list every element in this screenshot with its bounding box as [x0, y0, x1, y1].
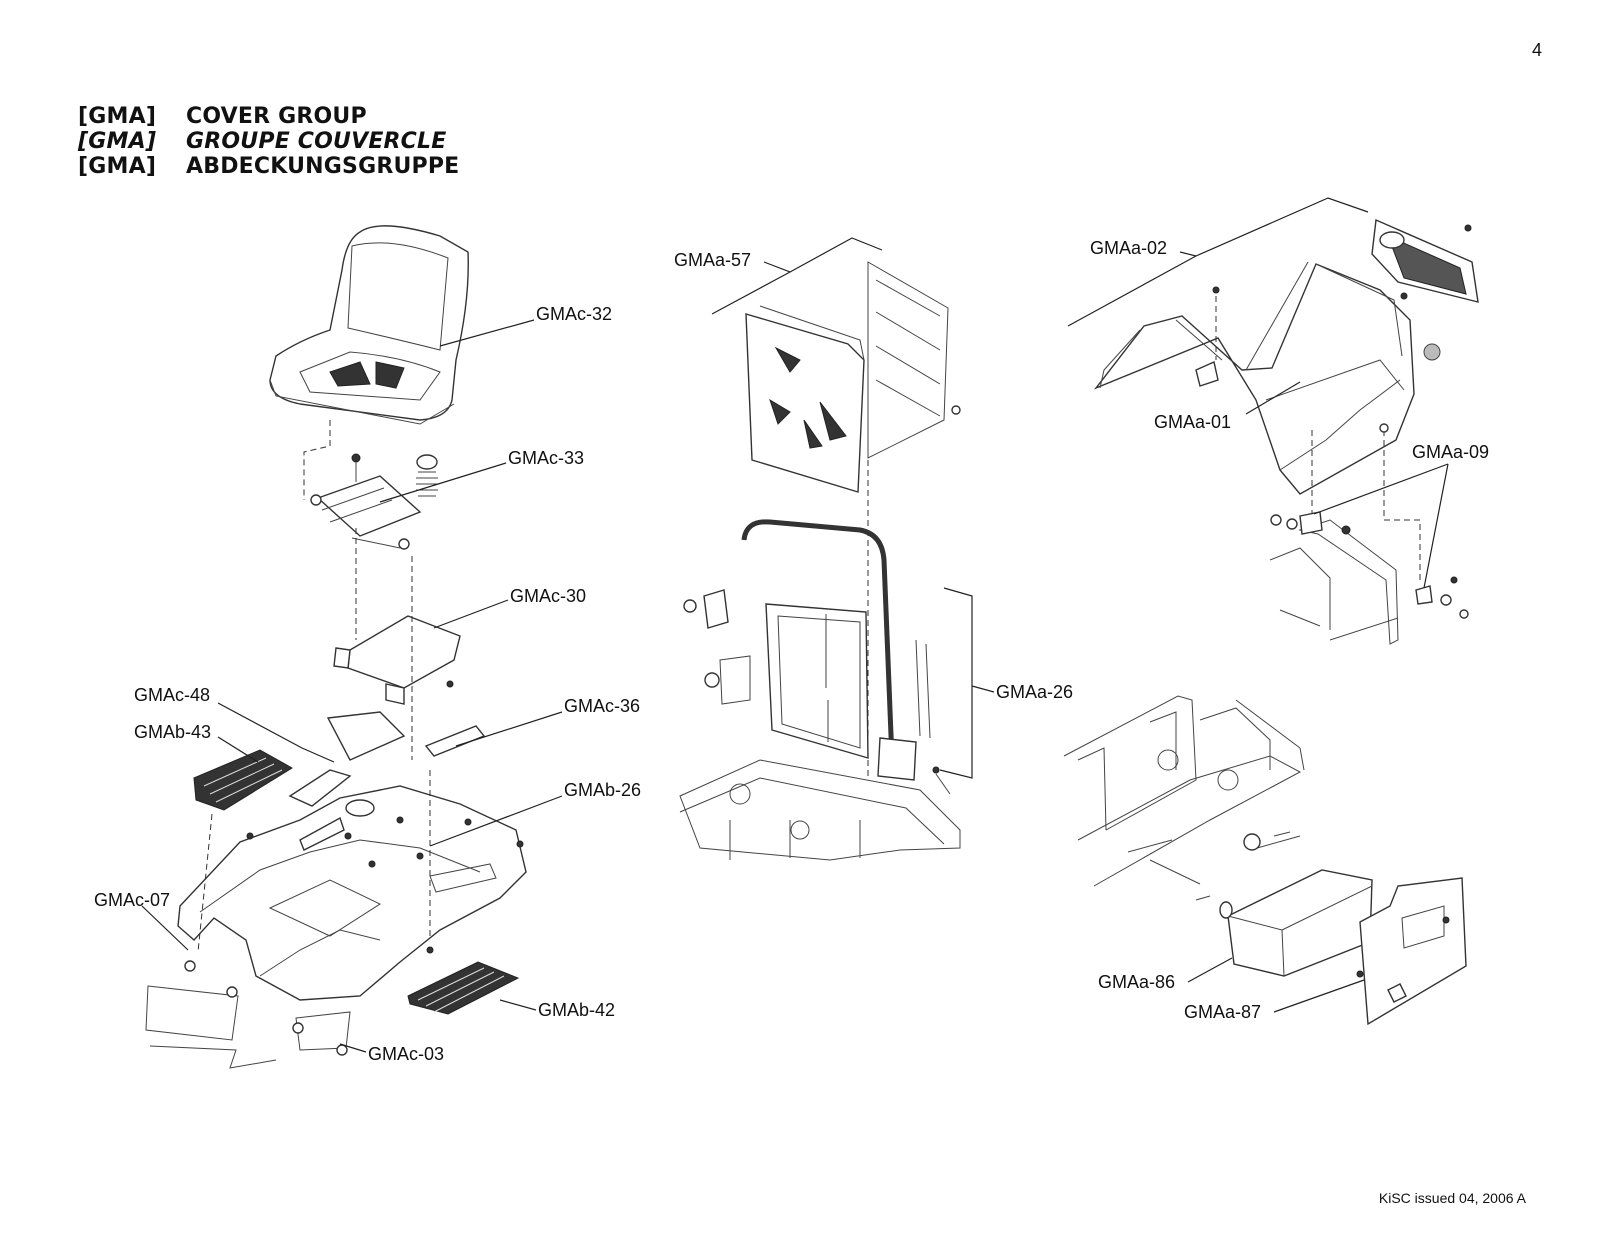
seat-slide-rails — [310, 453, 422, 550]
rear-cover-tray — [1219, 869, 1373, 977]
title-de: [GMA] ABDECKUNGSGRUPPE — [78, 154, 459, 179]
footrest-right — [407, 961, 520, 1015]
callout-gmac-30: GMAc-30 — [510, 586, 586, 606]
seat-back-panel — [745, 305, 865, 493]
linkage-left — [145, 960, 351, 1069]
callout-gmaa-57: GMAa-57 — [674, 250, 751, 270]
front-grille — [1371, 218, 1479, 361]
callout-gmac-07: GMAc-07 — [94, 890, 170, 910]
leader-lines — [141, 197, 1449, 1053]
callout-gmac-33: GMAc-33 — [508, 448, 584, 468]
seat-bracket — [333, 454, 461, 705]
chassis-frame-middle — [679, 759, 961, 861]
callout-gmaa-26: GMAa-26 — [996, 682, 1073, 702]
hood-hinges — [1195, 286, 1421, 582]
page-number: 4 — [1531, 40, 1542, 60]
seat-part — [269, 225, 469, 425]
rear-cover-plate — [1356, 877, 1467, 1026]
door-frame — [683, 519, 951, 795]
seat-back-frame — [867, 261, 961, 459]
group-code: [GMA] — [78, 129, 157, 154]
hood-cover — [1093, 261, 1415, 495]
title-block: [GMA] COVER GROUP [GMA] GROUPE COUVERCLE… — [78, 104, 459, 179]
title-text: ABDECKUNGSGRUPPE — [186, 154, 460, 179]
group-code: [GMA] — [78, 104, 157, 129]
callout-gmab-42: GMAb-42 — [538, 1000, 615, 1020]
title-en: [GMA] COVER GROUP — [78, 104, 459, 129]
callout-gmaa-01: GMAa-01 — [1154, 412, 1231, 432]
footer-issue: KiSC issued 04, 2006 A — [1378, 1190, 1526, 1206]
callout-gmab-43: GMAb-43 — [134, 722, 211, 742]
rear-bracket — [1269, 511, 1469, 645]
callout-gmaa-87: GMAa-87 — [1184, 1002, 1261, 1022]
callout-gmac-36: GMAc-36 — [564, 696, 640, 716]
title-fr: [GMA] GROUPE COUVERCLE — [78, 129, 459, 154]
title-text: GROUPE COUVERCLE — [186, 129, 447, 154]
callout-gmac-32: GMAc-32 — [536, 304, 612, 324]
floor-panel — [177, 711, 527, 1001]
callout-gmab-26: GMAb-26 — [564, 780, 641, 800]
group-code: [GMA] — [78, 154, 157, 179]
callout-gmac-48: GMAc-48 — [134, 685, 210, 705]
callout-gmaa-09: GMAa-09 — [1412, 442, 1489, 462]
callout-gmaa-86: GMAa-86 — [1098, 972, 1175, 992]
footrest-left — [193, 749, 293, 811]
callout-gmac-03: GMAc-03 — [368, 1044, 444, 1064]
callout-gmaa-02: GMAa-02 — [1090, 238, 1167, 258]
title-text: COVER GROUP — [186, 104, 367, 129]
chassis-frame-right — [1063, 695, 1305, 901]
